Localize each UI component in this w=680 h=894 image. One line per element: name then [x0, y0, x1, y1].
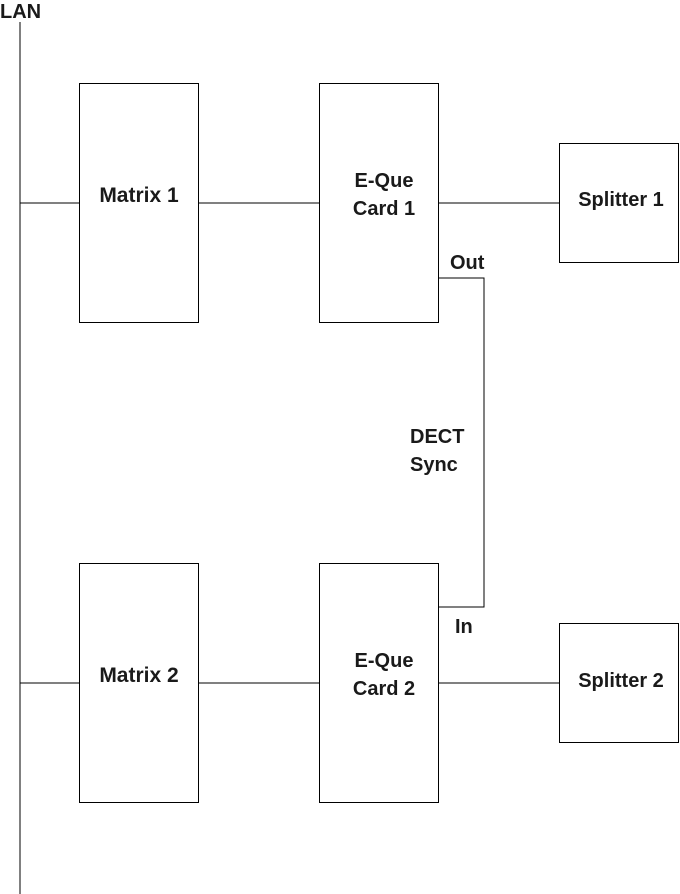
lan-bus-label: LAN [0, 1, 41, 23]
dect-sync-label-line-1: DECT [410, 426, 464, 448]
matrix-2-box [79, 563, 199, 803]
matrix-1-box [79, 83, 199, 323]
matrix-2-label: Matrix 2 [99, 664, 178, 687]
splitter-2-box [559, 623, 679, 743]
eque-card-2-box [319, 563, 439, 803]
matrix-2-block: Matrix 2 [79, 563, 199, 803]
dect-sync-label-line-2: Sync [410, 454, 458, 476]
splitter-1-box [559, 143, 679, 263]
eque-card-1-label-line-2: Card 1 [353, 198, 415, 220]
splitter-1-block: Splitter 1 [559, 143, 679, 263]
in-port-label: In [455, 616, 473, 638]
splitter-2-label: Splitter 2 [578, 670, 664, 692]
eque-card-2-label-line-2: Card 2 [353, 678, 415, 700]
splitter-1-label: Splitter 1 [578, 189, 664, 211]
matrix-1-label: Matrix 1 [99, 184, 179, 207]
dect-sync-wire [439, 277, 485, 608]
out-port-label: Out [450, 252, 485, 274]
eque-card-1-box [319, 83, 439, 323]
eque-card-1-block: E-Que Card 1 [319, 83, 439, 323]
eque-card-2-label-line-1: E-Que [355, 650, 414, 672]
eque-card-1-label-line-1: E-Que [355, 170, 414, 192]
eque-card-2-block: E-Que Card 2 [319, 563, 439, 803]
splitter-2-block: Splitter 2 [559, 623, 679, 743]
matrix-1-block: Matrix 1 [79, 83, 199, 323]
